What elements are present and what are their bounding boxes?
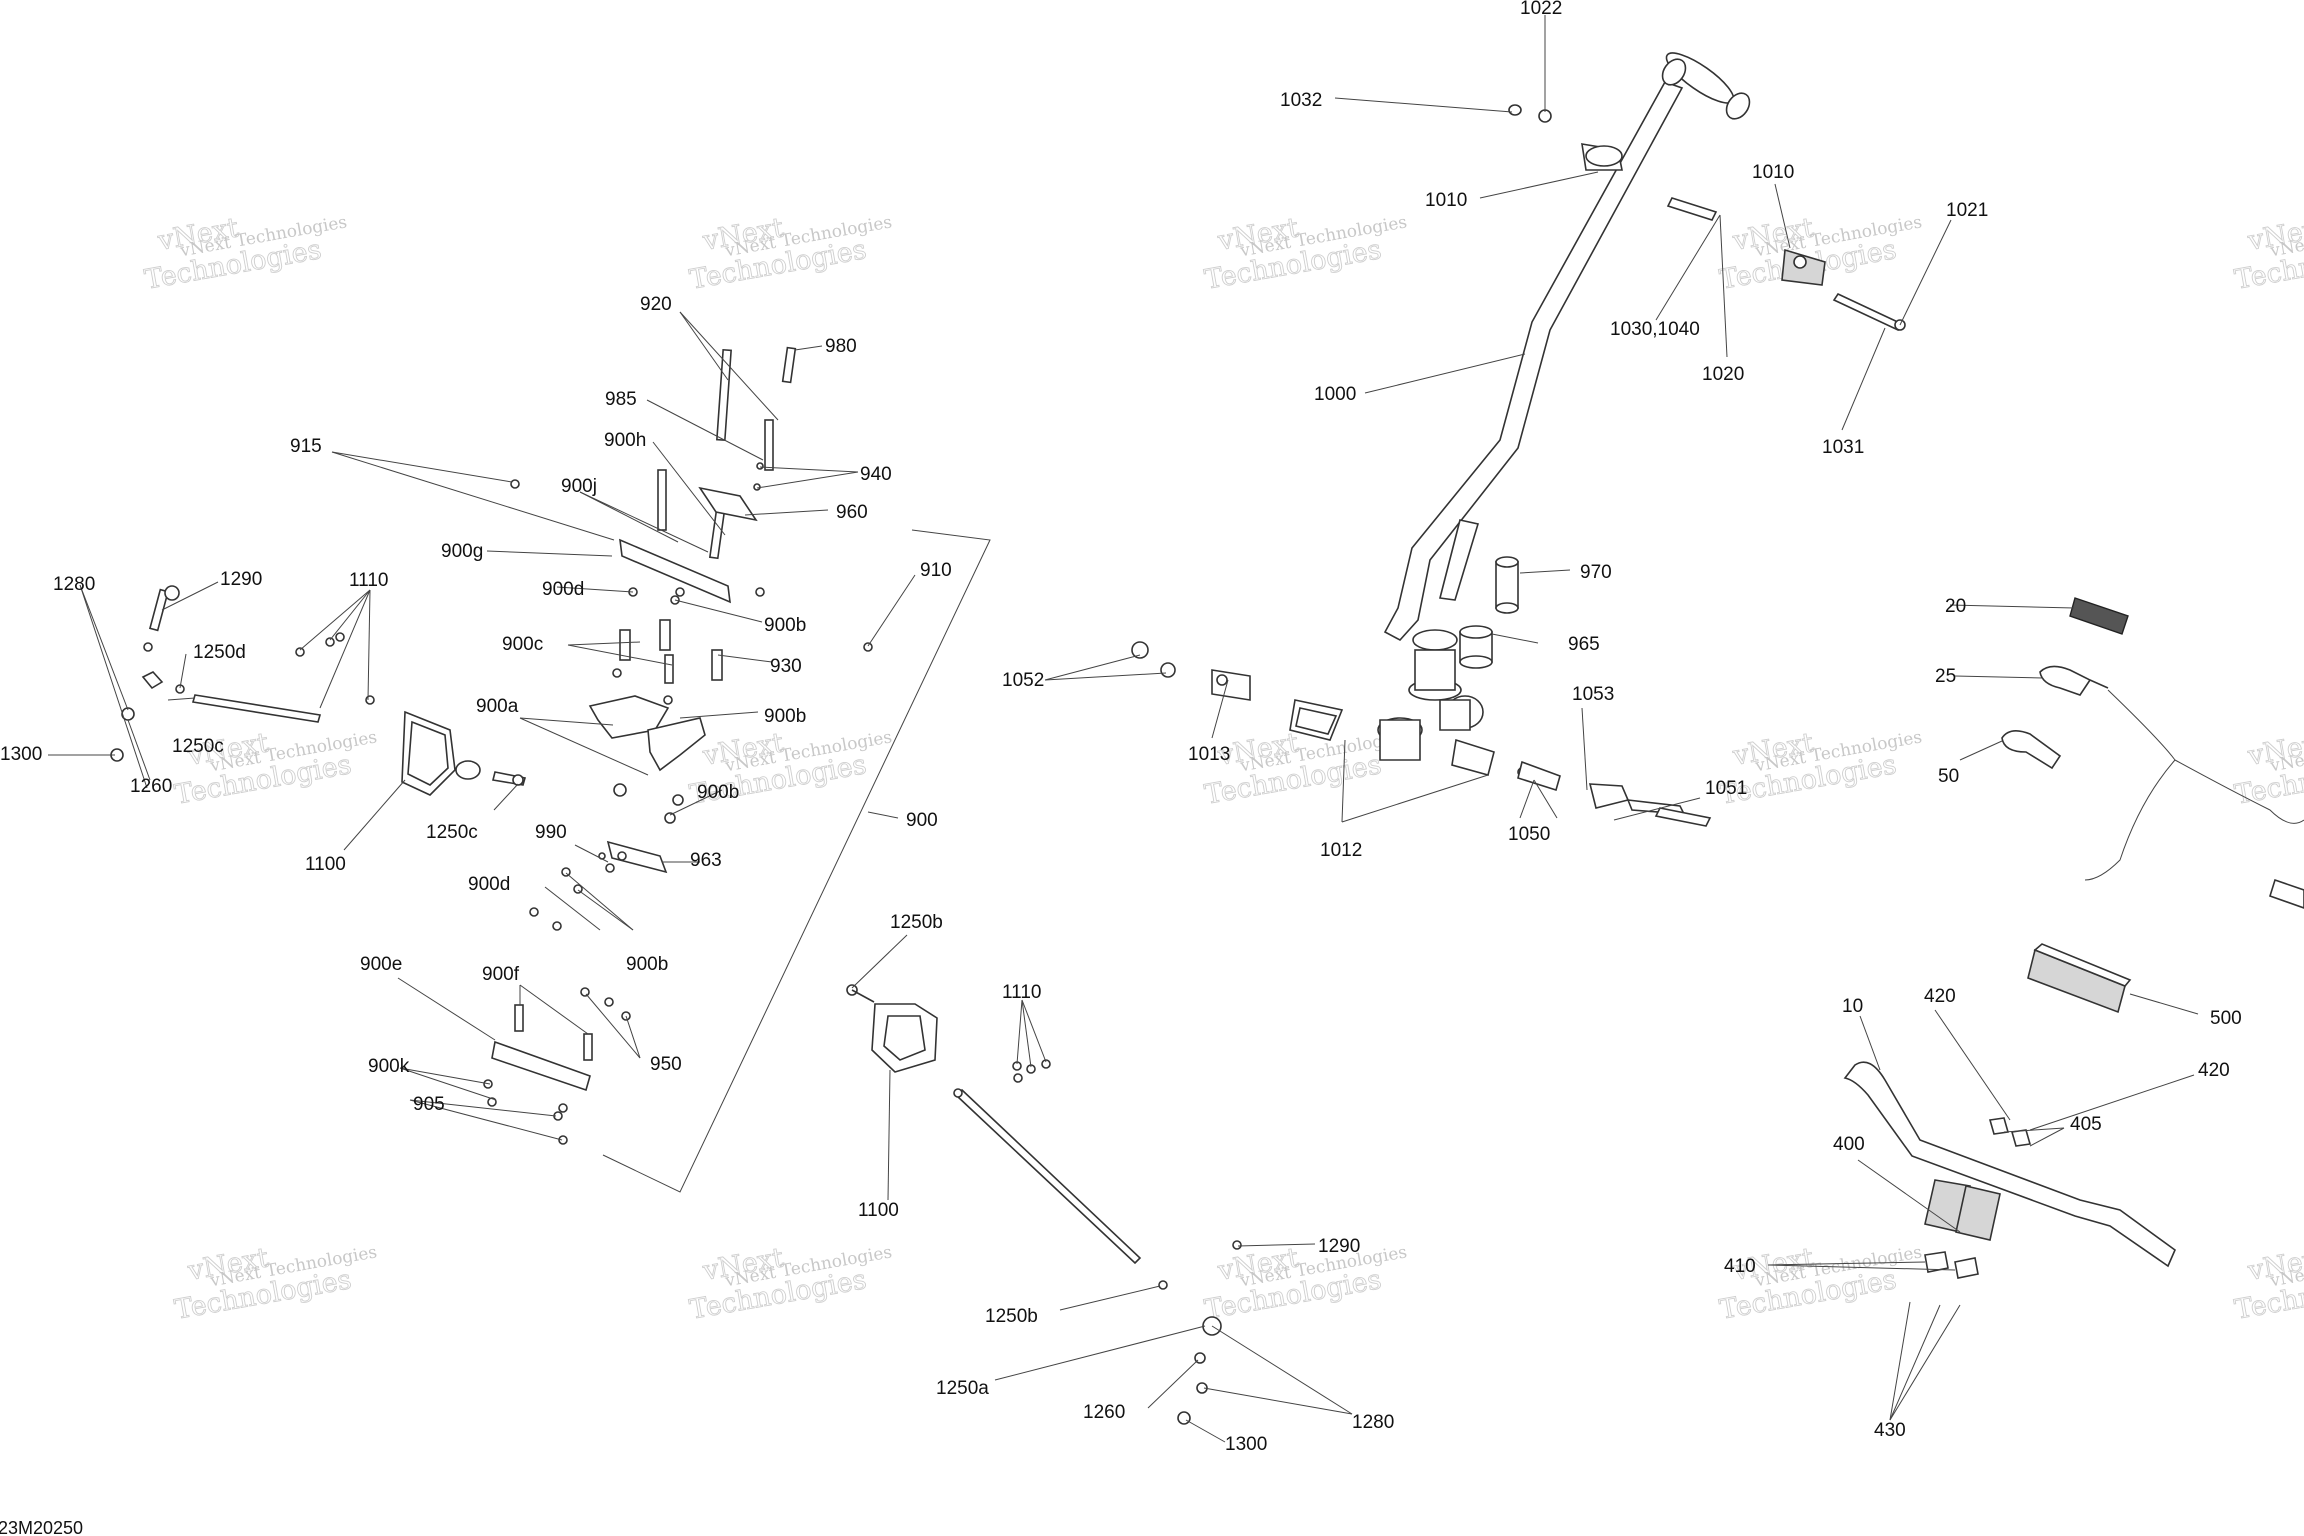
steering-column-1000	[1377, 52, 1751, 761]
label-410: 410	[1724, 1256, 1756, 1277]
label-963: 963	[690, 850, 722, 871]
label-900d-a: 900d	[542, 579, 584, 600]
grip-500	[2027, 943, 2132, 1014]
label-1110-a: 1110	[349, 570, 388, 591]
label-1032: 1032	[1280, 90, 1322, 111]
label-1050: 1050	[1508, 824, 1550, 845]
label-1020: 1020	[1702, 364, 1744, 385]
label-1250b-a: 1250b	[890, 912, 943, 933]
assembly-1100-b	[846, 984, 1242, 1425]
callout-labels: 1022 1032 1010 1010 1021 1030,1040 1020 …	[0, 0, 2242, 1455]
label-1013: 1013	[1188, 744, 1230, 765]
label-900b-d: 900b	[626, 954, 668, 975]
label-920: 920	[640, 294, 672, 315]
label-1012: 1012	[1320, 840, 1362, 861]
watermark-10: vNext Technologies vNext Technologies	[2232, 727, 2304, 811]
assembly-900-parts	[483, 346, 873, 1145]
label-20: 20	[1945, 596, 1966, 617]
label-50: 50	[1938, 766, 1959, 787]
watermark-11: vNext Technologies vNext Technologies	[172, 1242, 379, 1326]
label-900b-b: 900b	[764, 706, 806, 727]
label-420-a: 420	[1924, 986, 1956, 1007]
label-900g: 900g	[441, 541, 483, 562]
watermark-5: vNext Technologies vNext Technologies	[2232, 212, 2304, 296]
left-lower-parts	[110, 585, 527, 796]
label-900b-c: 900b	[697, 782, 739, 803]
label-1290-b: 1290	[1318, 1236, 1360, 1257]
label-1280-a: 1280	[53, 574, 95, 595]
label-1280-b: 1280	[1352, 1412, 1394, 1433]
label-1250a: 1250a	[936, 1378, 989, 1399]
watermark-13: vNext Technologies vNext Technologies	[1202, 1242, 1409, 1326]
label-1260-b: 1260	[1083, 1402, 1125, 1423]
diagram-code: 23M20250	[0, 1518, 83, 1536]
label-1022: 1022	[1520, 0, 1562, 19]
label-970: 970	[1580, 562, 1612, 583]
label-985: 985	[605, 389, 637, 410]
label-1110-b: 1110	[1002, 982, 1041, 1003]
label-900f: 900f	[482, 964, 520, 985]
label-1010-b: 1010	[1752, 162, 1794, 183]
label-940: 940	[860, 464, 892, 485]
label-25: 25	[1935, 666, 1956, 687]
label-1000: 1000	[1314, 384, 1356, 405]
leader-lines	[48, 15, 2199, 1443]
label-900b-a: 900b	[764, 615, 806, 636]
watermark-12: vNext Technologies vNext Technologies	[687, 1242, 894, 1326]
label-965: 965	[1568, 634, 1600, 655]
label-405: 405	[2070, 1114, 2102, 1135]
watermark-6: vNext Technologies vNext Technologies	[172, 727, 379, 811]
label-1250b-b: 1250b	[985, 1306, 1038, 1327]
label-10: 10	[1842, 996, 1863, 1017]
label-960: 960	[836, 502, 868, 523]
leader-900	[867, 811, 899, 819]
lower-mount-parts	[1131, 641, 1712, 827]
label-1030-1040: 1030,1040	[1610, 319, 1700, 340]
label-1250c-b: 1250c	[426, 822, 478, 843]
label-900d-b: 900d	[468, 874, 510, 895]
label-1100-b: 1100	[858, 1200, 899, 1221]
watermark-3: vNext Technologies vNext Technologies	[1202, 212, 1409, 296]
handlebar-10	[1843, 1061, 2176, 1279]
label-900c: 900c	[502, 634, 543, 655]
label-905: 905	[413, 1094, 445, 1115]
label-900h: 900h	[604, 430, 646, 451]
label-980: 980	[825, 336, 857, 357]
label-430: 430	[1874, 1420, 1906, 1441]
label-900a: 900a	[476, 696, 519, 717]
label-900: 900	[906, 810, 938, 831]
label-1300-b: 1300	[1225, 1434, 1267, 1455]
label-910: 910	[920, 560, 952, 581]
label-1100-a: 1100	[305, 854, 346, 875]
bushings-970-965	[1459, 556, 1519, 669]
label-990: 990	[535, 822, 567, 843]
watermark-15: vNext Technologies vNext Technologies	[2232, 1242, 2304, 1326]
assembly-900-boundary	[602, 529, 991, 1193]
label-500: 500	[2210, 1008, 2242, 1029]
label-1031: 1031	[1822, 437, 1864, 458]
label-1290-a: 1290	[220, 569, 262, 590]
grip-parts	[2001, 597, 2304, 909]
label-1021: 1021	[1946, 200, 1988, 221]
label-1260-a: 1260	[130, 776, 172, 797]
label-400: 400	[1833, 1134, 1865, 1155]
label-1300-a: 1300	[0, 744, 42, 765]
label-930: 930	[770, 656, 802, 677]
label-900j: 900j	[561, 476, 597, 497]
watermark-1: vNext Technologies vNext Technologies	[142, 212, 349, 296]
label-1052: 1052	[1002, 670, 1044, 691]
watermark-2: vNext Technologies vNext Technologies	[687, 212, 894, 296]
label-950: 950	[650, 1054, 682, 1075]
label-900e: 900e	[360, 954, 402, 975]
column-top-parts	[1508, 104, 1906, 332]
label-1010-a: 1010	[1425, 190, 1467, 211]
label-1053: 1053	[1572, 684, 1614, 705]
label-1250c-a: 1250c	[172, 736, 224, 757]
label-1051: 1051	[1705, 778, 1747, 799]
label-1250d: 1250d	[193, 642, 246, 663]
label-900k: 900k	[368, 1056, 410, 1077]
label-420-b: 420	[2198, 1060, 2230, 1081]
label-915: 915	[290, 436, 322, 457]
